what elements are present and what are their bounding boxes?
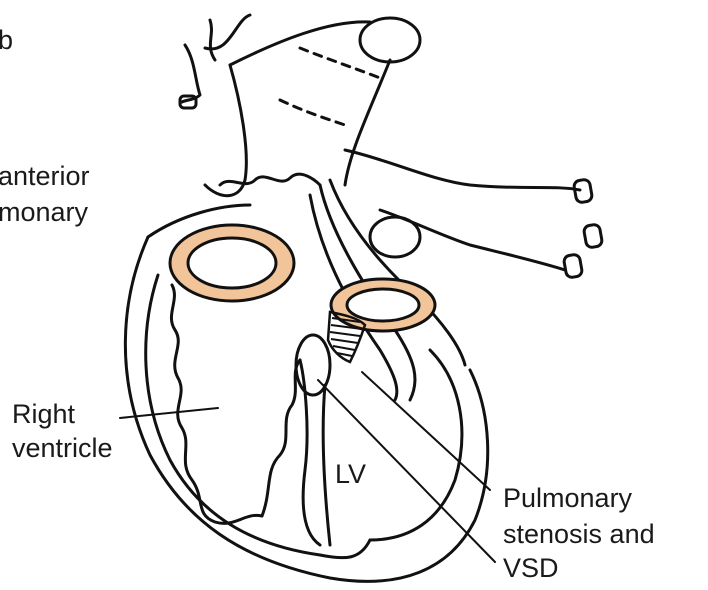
valve-ring-mitral bbox=[331, 279, 435, 331]
aorta-top bbox=[230, 22, 370, 65]
rv-trabeculation-right bbox=[262, 360, 300, 516]
upper-wavy-edge bbox=[220, 174, 320, 185]
label-ps-line2: stenosis and bbox=[503, 518, 655, 550]
label-anterior: anterior bbox=[0, 160, 90, 192]
rv-trabeculation-left bbox=[171, 285, 262, 523]
aorta-dash-1 bbox=[300, 48, 380, 78]
left-branch-2 bbox=[182, 45, 200, 102]
pa-branch-stub-1 bbox=[573, 179, 593, 203]
label-ps-line3: VSD bbox=[503, 552, 559, 584]
pulmonary-stenosis-hatch bbox=[328, 312, 365, 362]
aorta-opening bbox=[360, 18, 420, 62]
appendage-oval bbox=[370, 217, 420, 257]
pa-branch-stub-3 bbox=[563, 254, 583, 278]
septum-right bbox=[323, 385, 330, 545]
label-pulmonary-fragment: monary bbox=[0, 196, 88, 228]
label-ps-line1: Pulmonary bbox=[503, 482, 632, 514]
aorta-right bbox=[345, 60, 390, 185]
descending-vessel-3 bbox=[330, 180, 465, 365]
label-right-ventricle-line1: Right bbox=[12, 398, 75, 430]
aorta-dash-2 bbox=[280, 100, 345, 125]
label-right-ventricle-line2: ventricle bbox=[12, 432, 113, 464]
left-branch-1 bbox=[210, 20, 215, 60]
pointer-stenosis bbox=[362, 372, 490, 490]
pa-branch-stub-2 bbox=[583, 224, 603, 248]
pa-upper bbox=[345, 150, 580, 190]
label-lv: LV bbox=[335, 458, 366, 490]
valve-ring-tricuspid bbox=[170, 225, 294, 301]
label-top-fragment: b bbox=[0, 24, 13, 56]
aorta-left bbox=[205, 65, 246, 196]
